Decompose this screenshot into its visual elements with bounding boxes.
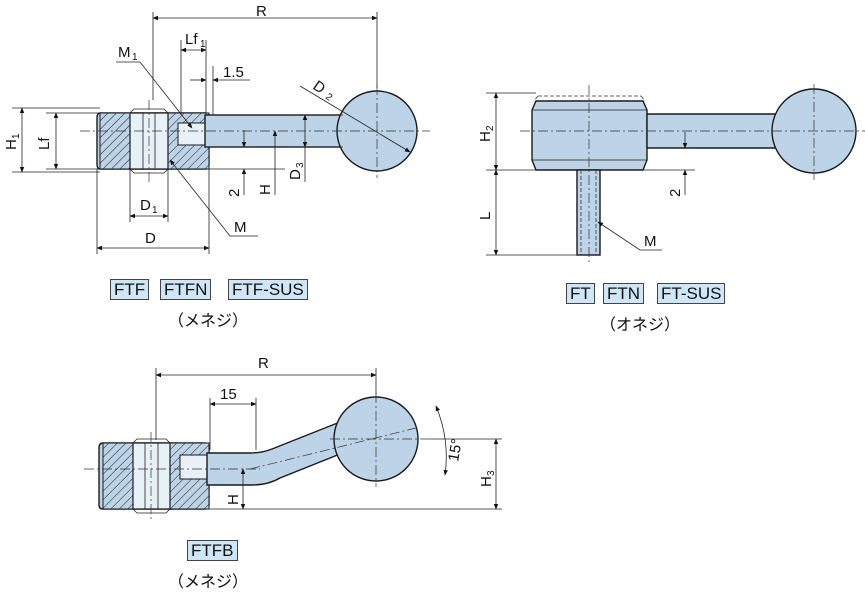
dim-1-5: 1.5 [223, 64, 244, 81]
model-label-ftf: FTF [110, 279, 150, 300]
dim-D2-sub: 2 [323, 91, 334, 103]
dim-H3-sub: 3 [486, 470, 497, 476]
dim-D3: D [287, 169, 304, 180]
caption-male-thread: （オネジ） [600, 315, 681, 334]
dim-Lf1: Lf [185, 31, 198, 48]
dim-15: 15 [220, 386, 237, 403]
dim-angle: 15° [445, 437, 466, 462]
dim-L: L [477, 212, 494, 220]
model-label-ftfn: FTFN [160, 279, 212, 300]
dim-H3: H [478, 476, 495, 487]
model-label-ftfb: FTFB [187, 540, 238, 561]
dim-D: D [145, 230, 156, 247]
dim-M-stud: M [644, 233, 657, 250]
dim-Lf: Lf [36, 137, 53, 150]
dim-M1: M [118, 44, 131, 61]
dim-2: 2 [226, 189, 243, 197]
dim-H1-sub: 1 [11, 133, 22, 139]
model-label-ft-sus: FT-SUS [657, 283, 726, 304]
stud-arm [646, 108, 783, 157]
dim-H: H [257, 184, 274, 195]
dim-M1-sub: 1 [132, 52, 138, 63]
dim-H-bent: H [225, 494, 242, 505]
bottom-view: R 15 15° H 3 H [84, 355, 502, 522]
top-left-view: R Lf 1 1.5 M 1 D 2 H 1 Lf D [3, 3, 430, 254]
top-right-view: H 2 L 2 M [477, 84, 865, 265]
model-label-ft: FT [566, 283, 595, 304]
dim-H2-sub: 2 [485, 125, 496, 131]
dim-R: R [256, 3, 267, 20]
dim-D1-sub: 1 [152, 205, 158, 216]
bent-bore [132, 442, 171, 510]
caption-female-thread-top: （メネジ） [168, 311, 249, 330]
dim-D1: D [140, 197, 151, 214]
caption-female-thread-bottom: （メネジ） [168, 572, 249, 591]
dim-H2: H [477, 131, 494, 142]
threaded-stud [576, 169, 601, 256]
dim-2b: 2 [667, 189, 684, 197]
dim-R-bent: R [258, 355, 269, 372]
model-label-ftf-sus: FTF-SUS [228, 279, 308, 300]
dim-D3-sub: 3 [295, 162, 306, 168]
dim-M: M [234, 219, 247, 236]
bent-arm [206, 419, 356, 486]
hub-hatch-left [99, 112, 131, 170]
dim-D2: D [310, 77, 329, 97]
model-label-ftn: FTN [603, 283, 645, 304]
dim-Lf1-sub: 1 [200, 39, 206, 50]
dim-H1: H [3, 139, 20, 150]
